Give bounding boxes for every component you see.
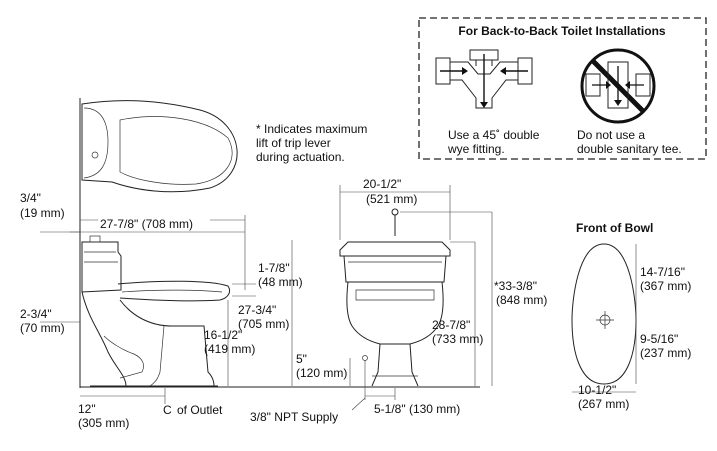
dim-rim-in: 16-1/2" (204, 328, 242, 342)
dim-depth: 27-7/8" (708 mm) (100, 217, 193, 231)
note-line2: lift of trip lever (256, 136, 331, 150)
dim-supply-offset: 5-1/8" (130 mm) (374, 402, 460, 416)
dashed-border (418, 17, 707, 160)
toilet-front-view (339, 208, 451, 387)
dim-outlet-in: 12" (78, 402, 96, 416)
bowl-lower-in: 9-5/16" (640, 332, 678, 346)
front-of-bowl-title: Front of Bowl (576, 221, 653, 235)
bowl-upper-mm: (367 mm) (640, 279, 691, 293)
side-dimensions: 3/4" (19 mm) 27-7/8" (708 mm) 1-7/8" (48… (20, 191, 303, 430)
dim-lever-mm: (848 mm) (496, 293, 547, 307)
note-line3: during actuation. (256, 150, 345, 164)
dim-seat-in: 3/4" (20, 191, 41, 205)
no-sanitary-tee-icon (580, 48, 656, 124)
dim-rim-mm: (419 mm) (204, 342, 255, 356)
back-to-back-panel: For Back-to-Back Toilet Installations Us… (418, 17, 707, 160)
supply-label: 3/8" NPT Supply (250, 410, 338, 424)
dim-tank-mm: (733 mm) (432, 332, 483, 346)
dim-low-mm: (70 mm) (20, 321, 65, 335)
dim-lever-in: *33-3/8" (494, 279, 537, 293)
dim-low-in: 2-3/4" (20, 307, 52, 321)
double-wye-fitting-icon (435, 49, 533, 109)
bowl-lower-mm: (237 mm) (640, 346, 691, 360)
bowl-width-mm: (267 mm) (578, 397, 629, 411)
dim-supply-h-mm: (120 mm) (296, 366, 347, 380)
dim-outlet-mm: (305 mm) (78, 416, 129, 430)
dim-lid-mm: (48 mm) (258, 275, 303, 289)
dim-height-mm: (705 mm) (238, 317, 289, 331)
dim-front-width-in: 20-1/2" (363, 177, 401, 191)
note-line1: * Indicates maximum (256, 122, 367, 136)
front-dimensions: 20-1/2" (521 mm) *33-3/8" (848 mm) 28-7/… (250, 177, 547, 424)
centerline-symbol: C (163, 403, 172, 417)
dim-height-in: 27-3/4" (238, 303, 276, 317)
front-of-bowl-panel: Front of Bowl 14-7/16" (367 mm) 9-5/16" … (571, 221, 691, 411)
left-caption-line1: Use a 45˚ double (448, 128, 540, 142)
toilet-side-view (79, 98, 238, 388)
back-to-back-title: For Back-to-Back Toilet Installations (458, 24, 665, 38)
bowl-upper-in: 14-7/16" (640, 265, 685, 279)
dim-seat-mm: (19 mm) (20, 206, 65, 220)
dim-front-width-mm: (521 mm) (366, 192, 417, 206)
dim-lid-in: 1-7/8" (258, 261, 290, 275)
right-caption-line2: double sanitary tee. (577, 142, 682, 156)
outlet-label: of Outlet (177, 403, 223, 417)
right-caption-line1: Do not use a (577, 128, 645, 142)
bowl-width-in: 10-1/2" (578, 383, 616, 397)
left-caption-line2: wye fitting. (447, 142, 505, 156)
dim-supply-h-in: 5" (296, 352, 307, 366)
dim-tank-in: 28-7/8" (432, 318, 470, 332)
